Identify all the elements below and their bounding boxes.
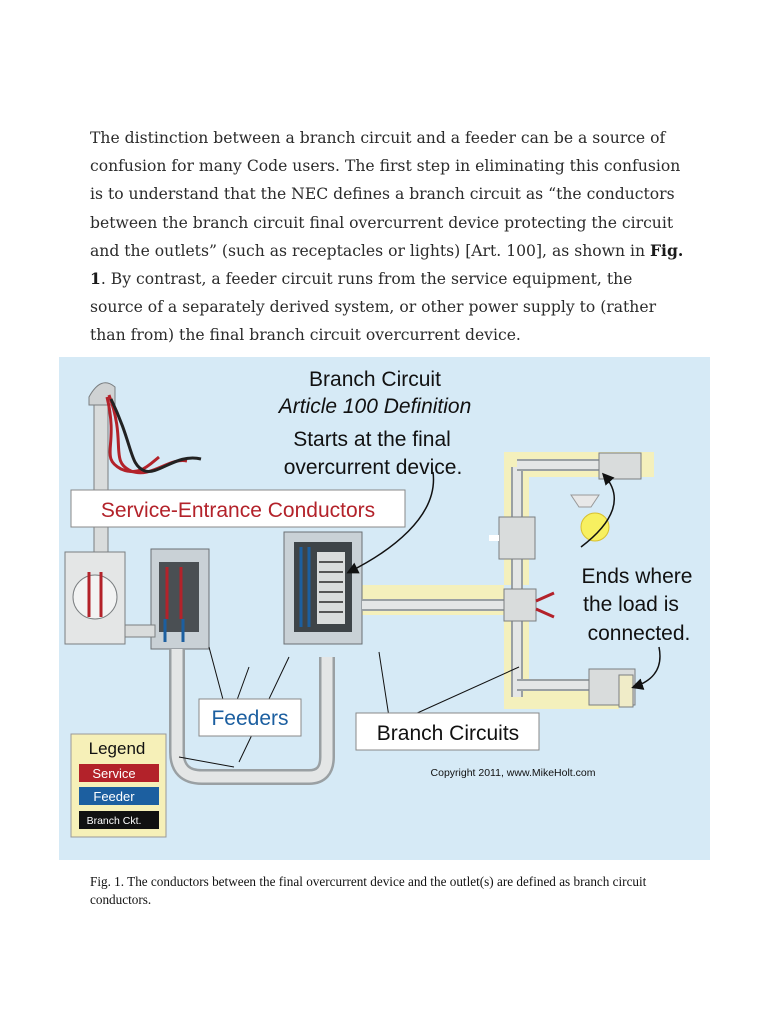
legend-title: Legend	[89, 739, 146, 758]
copyright-text: Copyright 2011, www.MikeHolt.com	[431, 767, 596, 779]
light-bulb-icon	[571, 495, 609, 541]
ends-line-3: connected.	[588, 622, 691, 645]
ends-line-2: the load is	[583, 593, 679, 616]
figure-subtitle: Article 100 Definition	[277, 395, 472, 418]
ends-arrow-bottom	[634, 647, 660, 687]
service-mast	[89, 383, 201, 572]
ends-line-1: Ends where	[582, 565, 693, 588]
switch-box	[499, 517, 535, 559]
legend-item-service: Service	[92, 766, 135, 781]
feeders-label: Feeders	[211, 707, 288, 730]
legend: Legend Service Feeder Branch Ckt.	[71, 734, 166, 837]
figure-caption: Fig. 1. The conductors between the final…	[90, 873, 680, 909]
starts-line-2: overcurrent device.	[284, 456, 463, 479]
starts-line-1: Starts at the final	[293, 428, 451, 451]
service-entrance-label: Service-Entrance Conductors	[101, 499, 375, 522]
legend-item-feeder: Feeder	[93, 789, 135, 804]
figure-title: Branch Circuit	[309, 368, 441, 391]
branch-circuits-label: Branch Circuits	[377, 722, 519, 745]
intro-text-part1: The distinction between a branch circuit…	[90, 129, 680, 260]
branch-panelboard	[284, 532, 362, 644]
intro-paragraph: The distinction between a branch circuit…	[90, 124, 690, 350]
figure-1-diagram: Branch Circuit Article 100 Definition St…	[59, 357, 710, 860]
intro-text-part2: . By contrast, a feeder circuit runs fro…	[90, 270, 656, 344]
branch-circuit-diagram: Branch Circuit Article 100 Definition St…	[59, 357, 710, 860]
ceiling-box	[599, 453, 641, 479]
legend-item-branch: Branch Ckt.	[87, 815, 142, 827]
branch-pointer-lines	[379, 652, 519, 719]
receptacle-icon	[619, 675, 633, 707]
service-disconnect	[151, 549, 209, 649]
nipple-conduit	[125, 625, 155, 637]
junction-box	[504, 589, 536, 621]
meter-base	[65, 552, 125, 644]
